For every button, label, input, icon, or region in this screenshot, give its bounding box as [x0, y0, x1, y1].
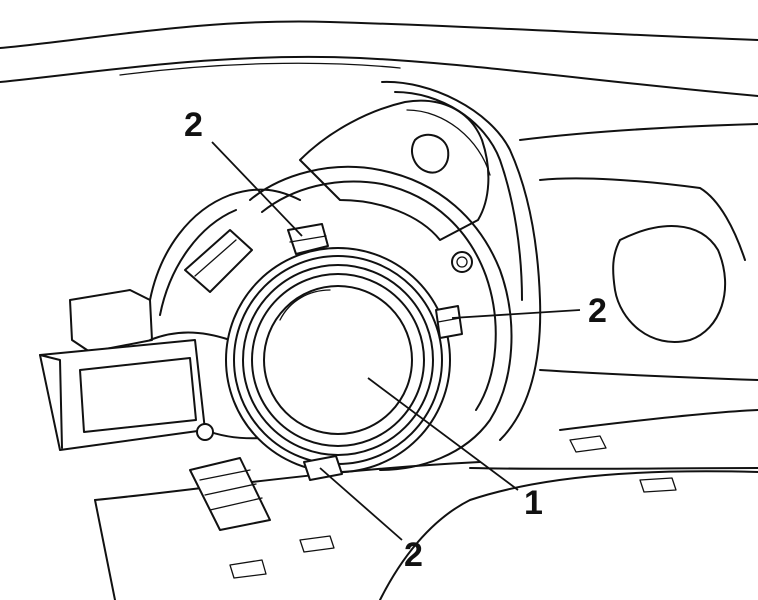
- callout-label-1: 1: [524, 484, 543, 522]
- callout-label-2-bottom: 2: [404, 536, 423, 574]
- lamp-lens: [263, 285, 413, 435]
- callout-label-2-top: 2: [184, 106, 203, 144]
- callout-labels: 2 2 1 2: [184, 106, 607, 574]
- bolt-icon: [451, 251, 473, 273]
- clip-bottom: [303, 455, 343, 481]
- callout-leaders: [211, 141, 581, 541]
- callout-label-2-right: 2: [588, 292, 607, 330]
- fog-lamp: [225, 247, 451, 473]
- wiring-connector: [39, 188, 301, 531]
- connector-plug: [39, 339, 206, 451]
- clip-right: [435, 305, 463, 339]
- lamp-housing-bracket: [249, 80, 542, 471]
